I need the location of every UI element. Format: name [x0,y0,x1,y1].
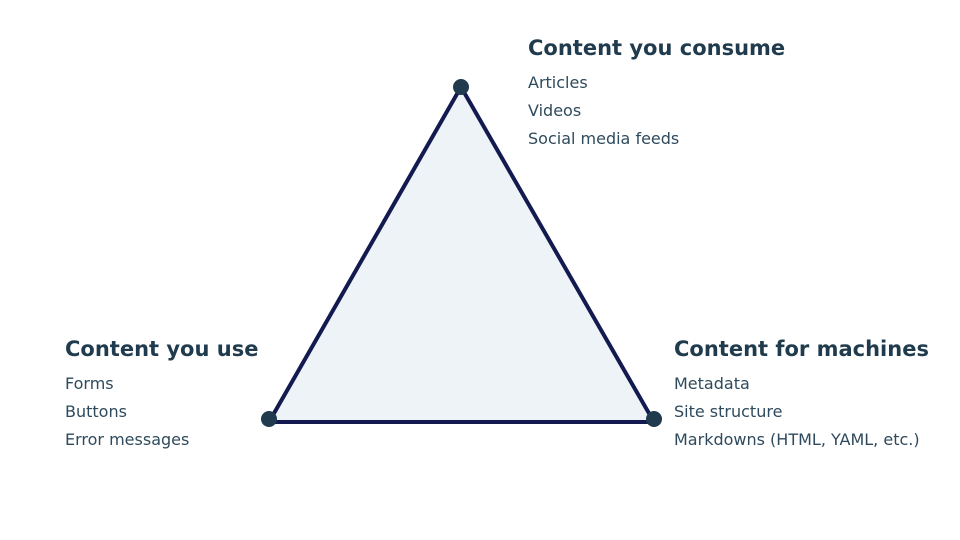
content-consume-list: Articles Videos Social media feeds [528,69,785,153]
content-machines-title: Content for machines [674,337,929,361]
list-item: Videos [528,101,582,120]
list-item: Social media feeds [528,129,680,148]
list-item: Markdowns (HTML, YAML, etc.) [674,430,920,449]
list-item: Metadata [674,374,750,393]
content-use-list: Forms Buttons Error messages [65,370,258,454]
list-item: Site structure [674,402,783,421]
content-consume-group: Content you consume Articles Videos Soci… [528,35,785,153]
triangle-shape [267,85,656,424]
content-machines-list: Metadata Site structure Markdowns (HTML,… [674,370,929,454]
list-item: Buttons [65,402,127,421]
vertex-left-dot [261,411,277,427]
list-item: Articles [528,73,588,92]
list-item: Forms [65,374,114,393]
content-machines-group: Content for machines Metadata Site struc… [674,336,929,454]
list-item: Error messages [65,430,190,449]
content-consume-title: Content you consume [528,36,786,60]
vertex-top-dot [453,79,469,95]
content-use-title: Content you use [65,337,259,361]
vertex-right-dot [646,411,662,427]
content-use-group: Content you use Forms Buttons Error mess… [65,336,258,454]
